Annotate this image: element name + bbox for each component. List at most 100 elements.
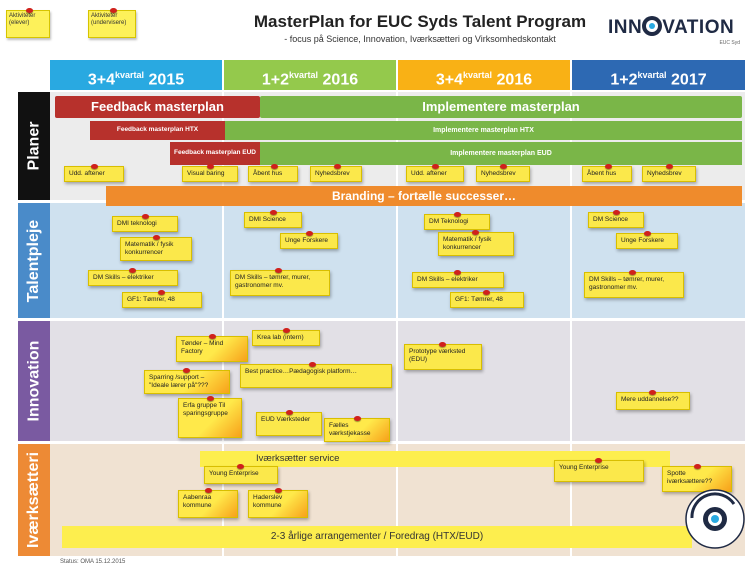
note-erfa-gruppe: Erfa gruppe Til sparingsgruppe [178, 396, 242, 438]
pin-icon [91, 164, 99, 169]
note-dmi-science: DMI Science [244, 210, 302, 228]
bar-implementere-htx: Implementere masterplan HTX [225, 121, 742, 140]
bar-implementere-eud: Implementere masterplan EUD [260, 142, 742, 165]
bar-feedback-masterplan: Feedback masterplan [55, 96, 260, 118]
pin-icon [275, 268, 283, 273]
pin-icon [25, 8, 33, 13]
row-label-planer: Planer [18, 92, 50, 200]
pin-icon [285, 410, 293, 415]
note-dm-science: DM Science [588, 210, 644, 228]
pin-icon [205, 488, 213, 493]
pin-icon [208, 334, 216, 339]
pin-icon [453, 270, 461, 275]
badge-icon [685, 489, 745, 549]
bar-branding: Branding – fortælle successer… [106, 186, 742, 206]
note-young-enterprise: Young Enterprise [204, 464, 278, 484]
note-unge-forskere: Unge Forskere [280, 231, 338, 249]
note-dm-skills-elektriker: DM Skills – elektriker [88, 268, 178, 286]
pin-icon [483, 290, 491, 295]
note-sparring-support: Sparring /support – "Ideale lærer på"??? [144, 368, 230, 394]
note-matematik-fysik: Matematik / fysik konkurrencer [120, 235, 192, 261]
innovation-badge-logo [684, 488, 746, 550]
note-dm-teknologi: DM Teknologi [424, 212, 490, 230]
pin-icon [613, 210, 621, 215]
note-nyhedsbrev-2: Nyhedsbrev [476, 164, 530, 182]
pin-icon [308, 362, 316, 367]
row-label-talentpleje: Talentpleje [18, 203, 50, 318]
pin-icon [109, 8, 117, 13]
bar-arrangementer: 2-3 årlige arrangementer / Foredrag (HTX… [62, 526, 692, 548]
pin-icon [141, 214, 149, 219]
note-best-practice: Best practice…Pædagogisk platform… [240, 362, 392, 388]
row-label-innovation: Innovation [18, 321, 50, 441]
note-eud-vaerksteder: EUD Værksteder [256, 410, 322, 436]
pin-icon [333, 164, 341, 169]
pin-icon [128, 268, 136, 273]
pin-icon [500, 164, 508, 169]
pin-icon [693, 464, 701, 469]
note-dm-skills-elektriker-2: DM Skills – elektriker [412, 270, 504, 288]
legend-note-teachers: Aktiviteter (undervisere) [88, 8, 136, 38]
note-visual-baring: Visual baring [182, 164, 238, 182]
pin-icon [604, 164, 612, 169]
page-subtitle: - focus på Science, Innovation, Iværksæt… [284, 34, 556, 44]
note-mere-uddannelse: Mere uddannelse?? [616, 390, 690, 410]
status-text: Status: OMA 15.12.2015 [60, 559, 126, 565]
bar-ivaerksaetter-service: Iværksætter service [200, 451, 670, 467]
pin-icon [629, 270, 637, 275]
note-gf1-tomrer: GF1: Tømrer, 48 [122, 290, 202, 308]
pin-icon [270, 210, 278, 215]
note-krea-lab: Krea lab (intern) [252, 328, 320, 346]
note-udd-aftener-2: Udd. aftener [406, 164, 464, 182]
note-young-enterprise-2: Young Enterprise [554, 458, 644, 482]
column-divider [222, 92, 224, 556]
page-title: MasterPlan for EUC Syds Talent Program [253, 12, 587, 31]
column-divider [570, 92, 572, 556]
pin-icon [649, 390, 657, 395]
period-header-2016-q34: 3+4kvartal 2016 [398, 60, 570, 90]
note-dm-skills-tomrer-2: DM Skills – tømrer, murer, gastronomer m… [584, 270, 684, 298]
pin-icon [237, 464, 245, 469]
note-dm-skills-tomrer: DM Skills – tømrer, murer, gastronomer m… [230, 268, 330, 296]
pin-icon [152, 235, 160, 240]
pin-icon [594, 458, 602, 463]
row-label-ivaerksaetteri: Iværksætteri [18, 444, 50, 556]
period-header-2017-q12: 1+2kvartal 2017 [572, 60, 745, 90]
pin-icon [182, 368, 190, 373]
pin-icon [306, 231, 314, 236]
pin-icon [453, 212, 461, 217]
note-gf1-tomrer-2: GF1: Tømrer, 48 [450, 290, 524, 308]
note-tonder-mind-factory: Tønder – Mind Factory [176, 334, 248, 362]
pin-icon [275, 488, 283, 493]
note-prototype-vaerksted: Prototype værksted (EDU) [404, 342, 482, 370]
pin-icon [432, 164, 440, 169]
note-faelles-vaerkstjekasse: Fælles værkstjekasse [324, 416, 390, 442]
logo-subtext: EUC Syd [719, 40, 740, 46]
note-aabenraa-kommune: Aabenraa kommune [178, 488, 238, 518]
pin-icon [158, 290, 166, 295]
pin-icon [439, 342, 447, 347]
note-aabent-hus: Åbent hus [248, 164, 298, 182]
pin-icon [666, 164, 674, 169]
note-matematik-fysik-2: Matematik / fysik konkurrencer [438, 230, 514, 256]
note-nyhedsbrev-3: Nyhedsbrev [642, 164, 696, 182]
bar-feedback-eud: Feedback masterplan EUD [170, 142, 260, 165]
pin-icon [644, 231, 651, 236]
legend-note-students: Aktiviteter (elever) [6, 8, 50, 38]
pin-icon [472, 230, 480, 235]
pin-icon [353, 416, 361, 421]
bar-implementere-masterplan: Implementere masterplan [260, 96, 742, 118]
pin-icon [270, 164, 278, 169]
column-divider [396, 92, 398, 556]
note-aabent-hus-2: Åbent hus [582, 164, 632, 182]
note-udd-aftener: Udd. aftener [64, 164, 124, 182]
bar-feedback-htx: Feedback masterplan HTX [90, 121, 225, 140]
note-spotte-ivaerksaettere: Spotte iværksættere?? [662, 464, 732, 492]
note-haderslev-kommune: Haderslev kommune [248, 488, 308, 518]
pin-icon [282, 328, 290, 333]
period-header-2015-q34: 3+4kvartal 2015 [50, 60, 222, 90]
period-header-2016-q12: 1+2kvartal 2016 [224, 60, 396, 90]
note-unge-forskere-2: Unge Forskere [616, 231, 678, 249]
